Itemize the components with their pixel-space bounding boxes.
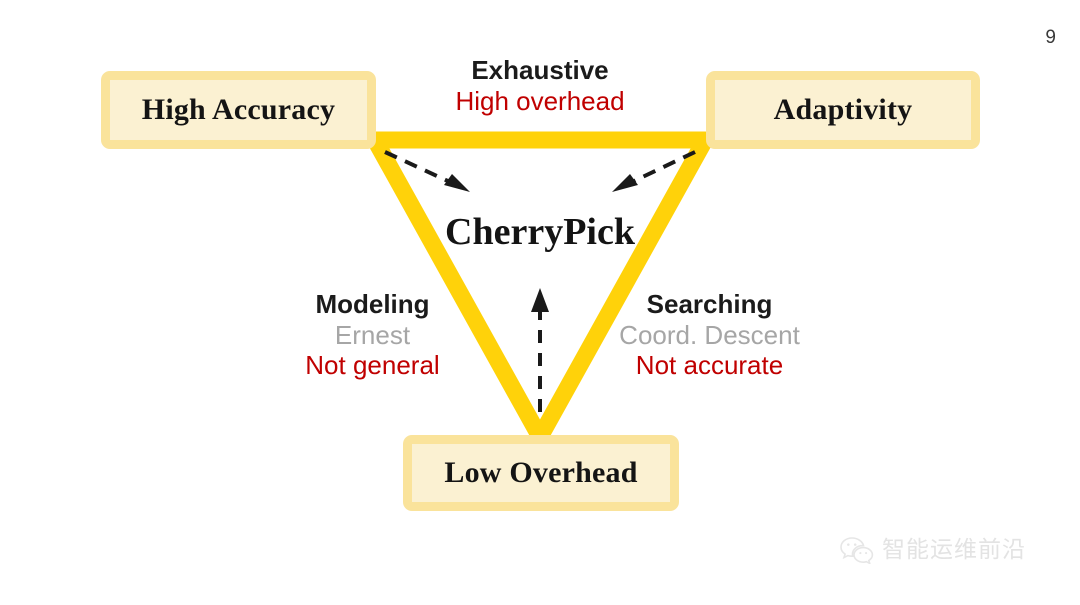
- wechat-icon: [840, 537, 874, 564]
- annotation-left: Modeling Ernest Not general: [255, 289, 490, 381]
- annotation-left-system: Ernest: [334, 319, 411, 350]
- annotation-right: Searching Coord. Descent Not accurate: [592, 289, 827, 381]
- node-label-high-accuracy: High Accuracy: [141, 93, 336, 126]
- annotation-top-method: Exhaustive: [471, 55, 609, 85]
- node-label-low-overhead: Low Overhead: [444, 456, 638, 489]
- watermark: 智能运维前沿: [840, 536, 1026, 564]
- node-box-high-accuracy[interactable]: High Accuracy: [101, 71, 376, 149]
- inverted-triangle-outline: [366, 131, 714, 446]
- node-box-low-overhead[interactable]: Low Overhead: [403, 435, 679, 511]
- annotation-right-flaw: Not accurate: [635, 350, 784, 381]
- annotation-right-method: Searching: [646, 289, 773, 319]
- annotation-top-flaw: High overhead: [455, 85, 625, 116]
- annotation-right-system: Coord. Descent: [619, 319, 800, 350]
- annotation-left-method: Modeling: [315, 289, 430, 319]
- annotation-top: Exhaustive High overhead: [390, 55, 690, 116]
- annotation-left-flaw: Not general: [305, 350, 440, 381]
- arrow-top-left-icon: [384, 150, 470, 192]
- arrow-bottom-icon: [531, 288, 549, 412]
- watermark-text: 智能运维前沿: [882, 536, 1026, 563]
- node-label-adaptivity: Adaptivity: [773, 93, 913, 126]
- page-number: 9: [1045, 27, 1056, 48]
- arrow-top-right-icon: [612, 150, 696, 192]
- node-box-adaptivity[interactable]: Adaptivity: [706, 71, 980, 149]
- center-title-cherrypick: CherryPick: [445, 211, 635, 253]
